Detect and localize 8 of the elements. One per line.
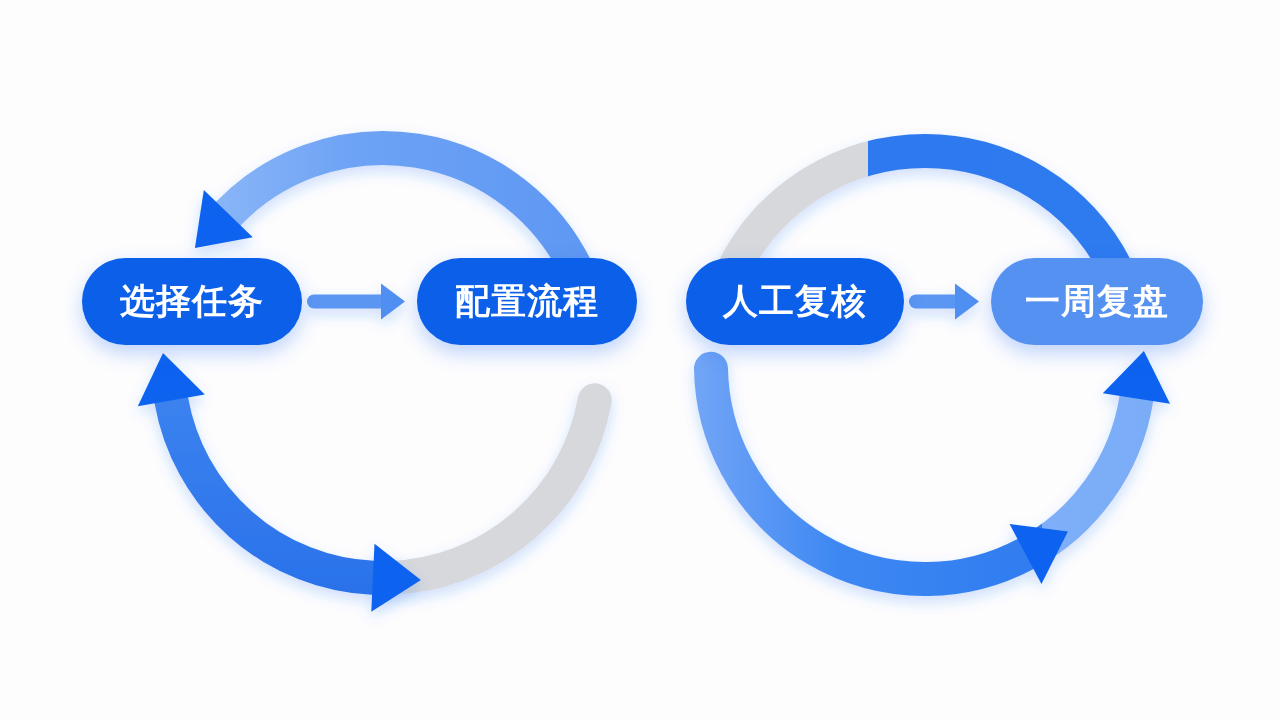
arrow [307,283,405,320]
curved-arrow [694,351,1170,597]
step-pill: 一周复盘 [991,258,1203,345]
step-pill: 配置流程 [417,258,637,345]
step-pill: 选择任务 [82,258,302,345]
curved-arrow [138,353,421,612]
step-pill: 人工复核 [686,258,904,345]
arrow [909,283,979,320]
